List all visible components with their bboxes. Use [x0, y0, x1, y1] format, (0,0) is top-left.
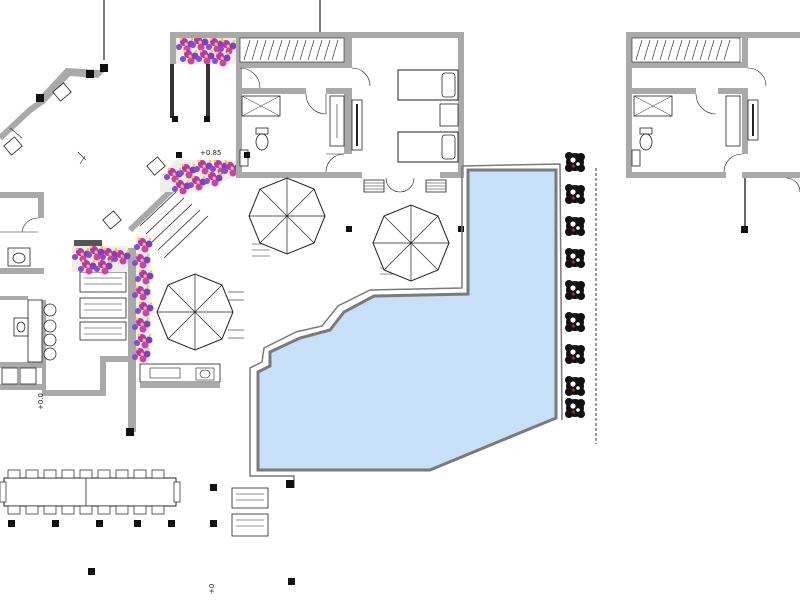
shrub-icon — [565, 344, 585, 364]
sink-icon — [13, 317, 29, 337]
shrub-icon — [565, 152, 585, 172]
shrub-icon — [565, 184, 585, 204]
toilet-icon — [255, 127, 269, 151]
shrub-icon — [565, 280, 585, 300]
planter-corner: +0.85 — [160, 149, 241, 195]
umbrella-icon — [248, 177, 326, 257]
level-label-left: +0.0 — [37, 393, 45, 410]
sun-lounger-icon — [231, 487, 269, 537]
planter-top — [176, 34, 237, 67]
shower-icon — [241, 95, 281, 117]
toilet-icon — [639, 127, 653, 151]
shrub-row — [565, 152, 597, 444]
outdoor-bar — [139, 363, 221, 388]
central-villa — [170, 32, 464, 193]
dining-table — [0, 469, 181, 515]
shrub-icon — [565, 248, 585, 268]
shrub-icon — [565, 312, 585, 332]
column — [458, 226, 464, 232]
bed-icon — [397, 69, 459, 101]
left-pavilion — [0, 64, 209, 259]
sink-icon — [7, 247, 31, 267]
umbrella-icon — [156, 273, 244, 351]
level-label-bottom: +0 — [208, 584, 216, 594]
left-service-block: +0.0 — [0, 192, 136, 436]
swimming-pool — [249, 163, 563, 488]
shrub-icon — [565, 376, 585, 396]
deck-columns — [8, 484, 295, 585]
umbrella-icon — [372, 204, 450, 282]
shrub-icon — [565, 216, 585, 236]
planter-left — [72, 240, 131, 275]
level-label-planter: +0.85 — [200, 149, 221, 157]
shrub-icon — [565, 398, 585, 418]
shower-icon — [633, 95, 673, 117]
column — [346, 226, 352, 232]
planter-strip — [132, 236, 154, 363]
bed-icon — [397, 131, 459, 163]
right-villa — [626, 32, 800, 233]
